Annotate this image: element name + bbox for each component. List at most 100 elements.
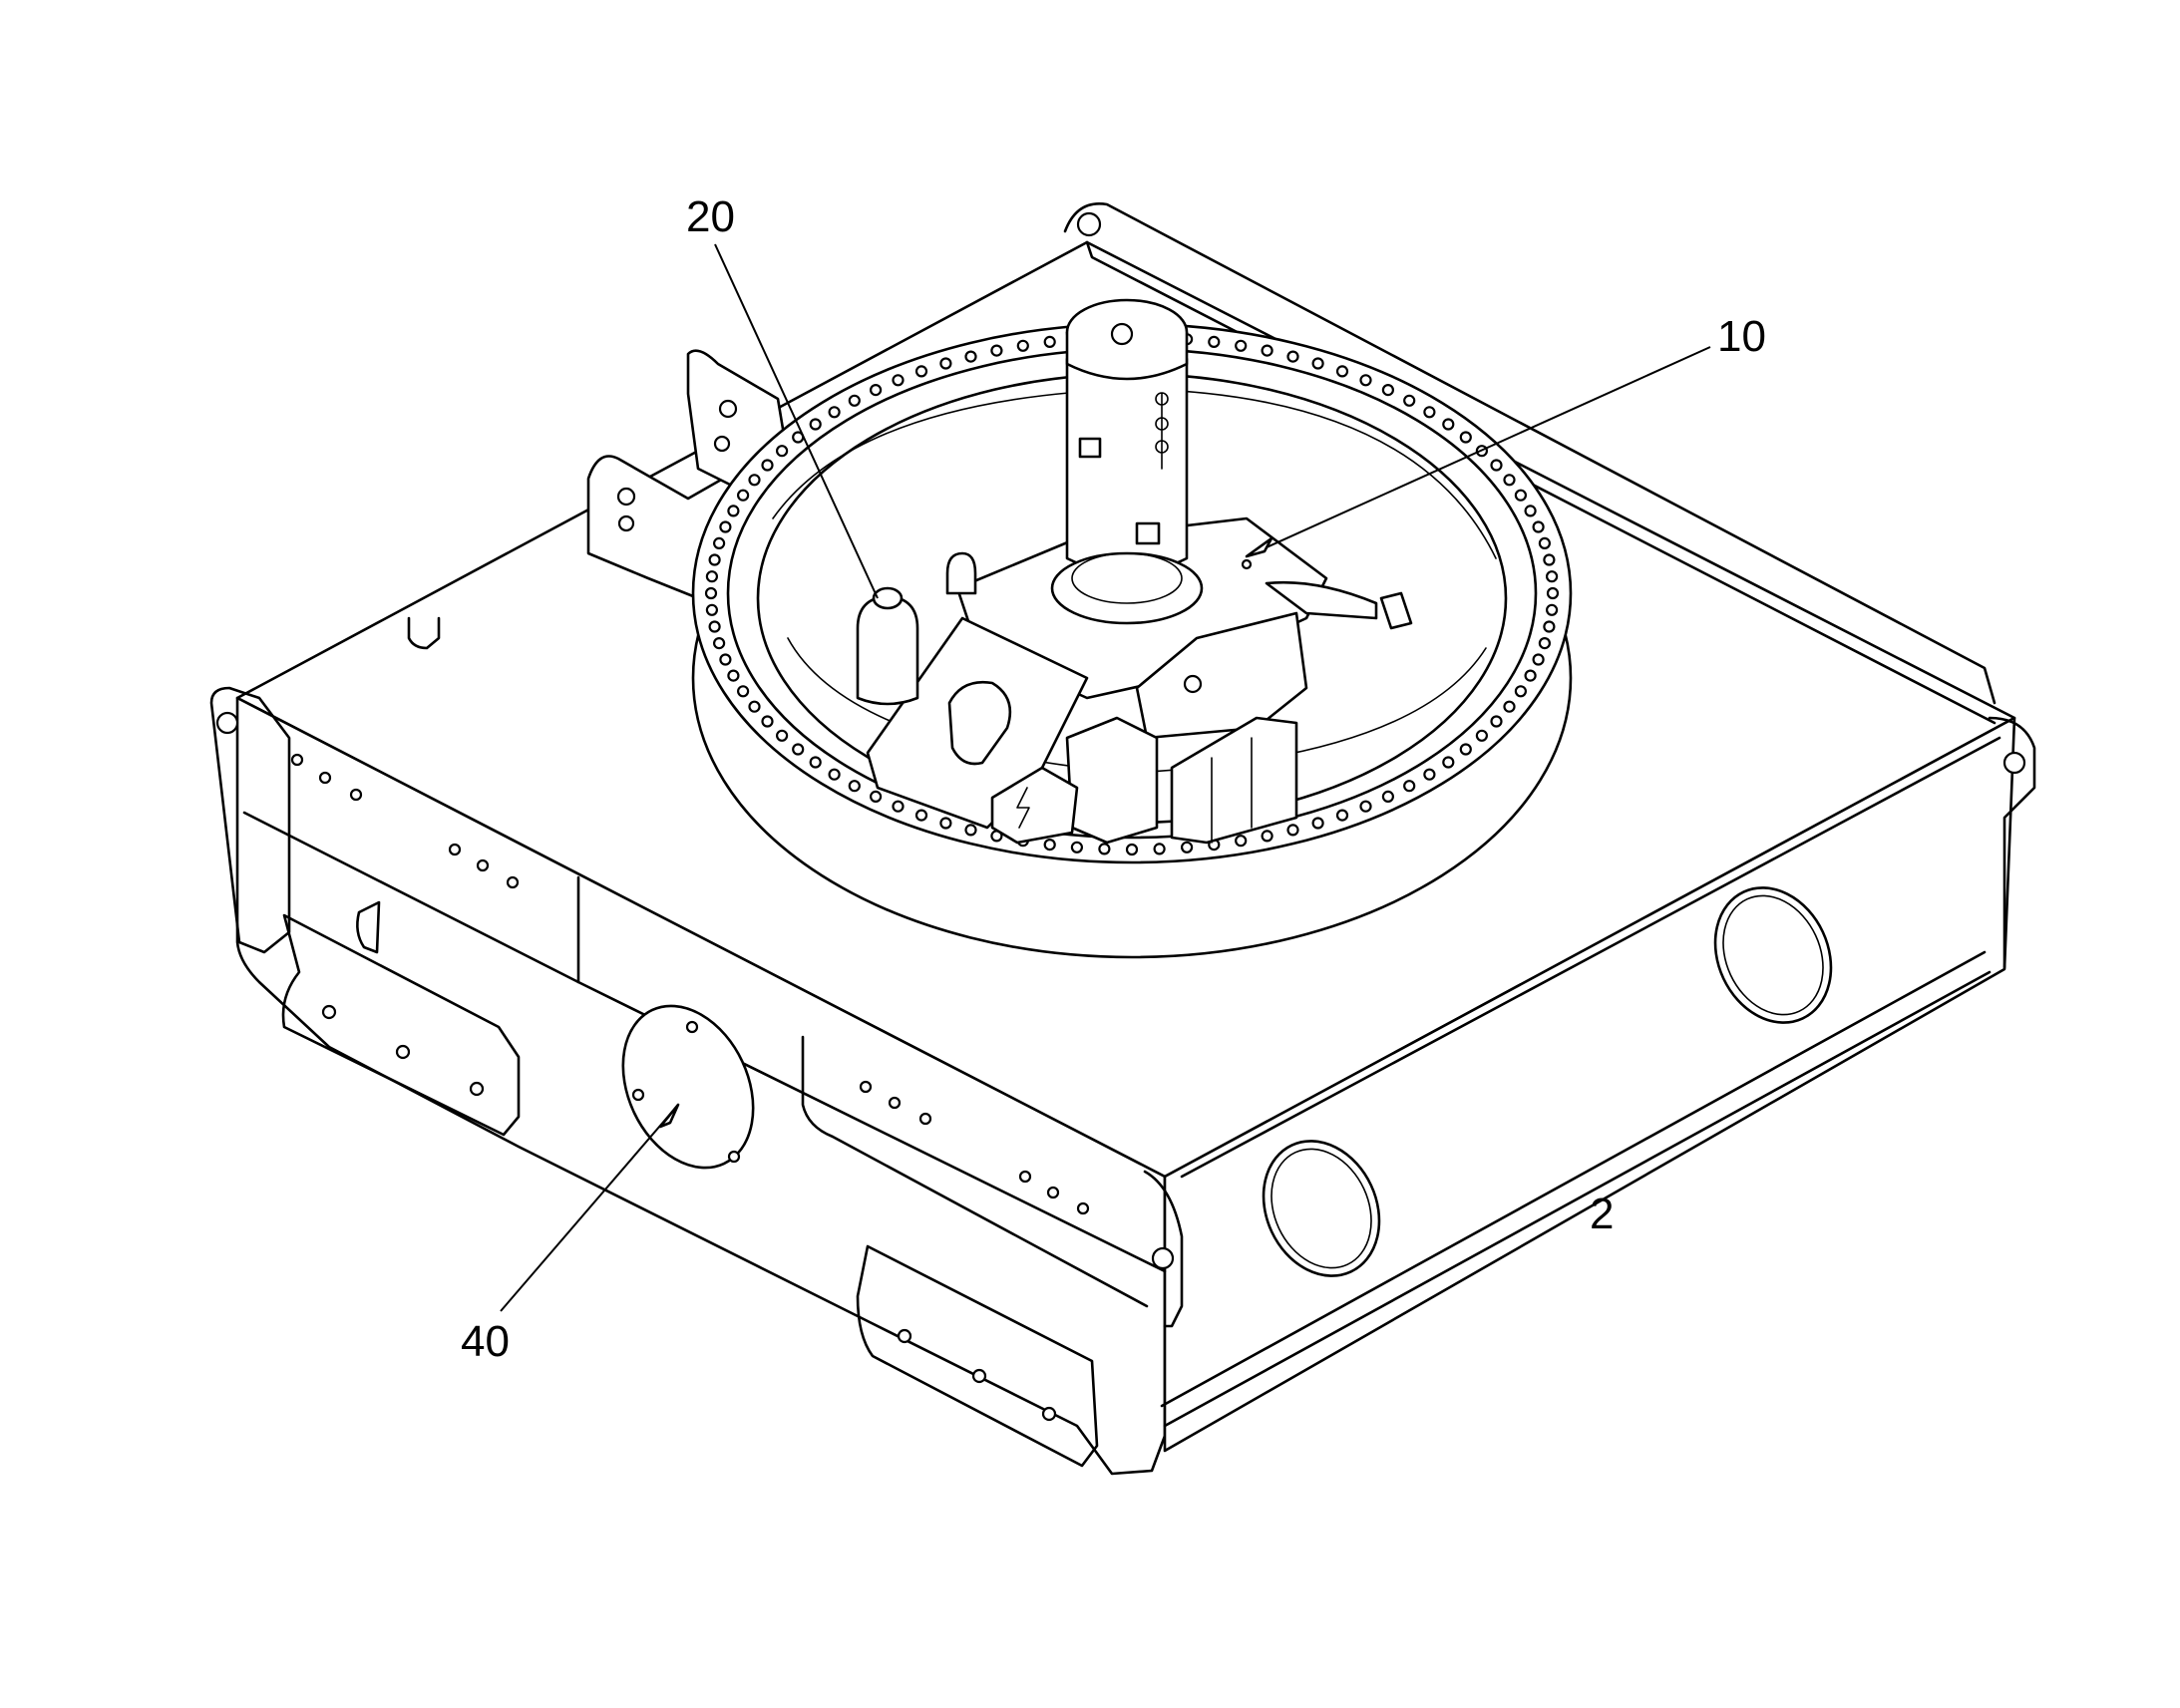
- bolt-hole: [1016, 339, 1029, 352]
- bolt-hole: [1532, 520, 1545, 533]
- bolt-hole: [1538, 536, 1552, 550]
- bolt-hole: [1235, 835, 1248, 848]
- bolt-hole: [939, 357, 952, 370]
- bolt-hole: [704, 586, 718, 600]
- column-connector: [1135, 521, 1161, 545]
- bolt-hole: [1442, 418, 1455, 431]
- bolt-hole: [1459, 743, 1472, 756]
- bracket-slot: [947, 680, 1012, 766]
- bolt-hole: [828, 406, 841, 419]
- bolt-hole: [1043, 335, 1056, 348]
- left-face-slot: [356, 900, 381, 954]
- flange-hole: [2002, 751, 2026, 775]
- bolt-hole: [1524, 505, 1537, 517]
- bolt-hole: [761, 715, 774, 728]
- leader-10: [1246, 346, 1711, 557]
- callouts: 20 10 2 40: [461, 192, 1766, 1366]
- frame-right-face: [1163, 716, 2016, 1453]
- frame-stub: [407, 616, 441, 650]
- bolt-hole: [727, 505, 740, 517]
- bolt-hole: [1261, 344, 1273, 357]
- bolt-hole: [1503, 474, 1516, 487]
- bolt-hole: [1538, 636, 1552, 650]
- frame-end-flange-right: [1988, 716, 2036, 969]
- bolt-hole: [792, 743, 805, 756]
- frame-back-rail: [1063, 202, 1997, 705]
- bolt-hole: [1070, 841, 1084, 854]
- access-hatch-40: [621, 1004, 755, 1170]
- bolt-hole: [705, 603, 719, 616]
- ref-label-2: 2: [1590, 1190, 1614, 1238]
- small-accumulator: [945, 551, 977, 595]
- flange-hole: [215, 711, 239, 735]
- bolt-hole: [1261, 830, 1273, 843]
- bolt-hole: [1524, 669, 1537, 682]
- left-face-panel-1: [281, 913, 521, 1137]
- bolt-hole: [727, 669, 740, 682]
- internal-assembly: [856, 298, 1413, 845]
- bolt-hole: [1403, 780, 1416, 793]
- bolt-hole: [964, 350, 977, 363]
- bolt-hole: [1359, 800, 1372, 813]
- bolt-hole: [736, 489, 750, 502]
- ref-label-20: 20: [686, 192, 735, 241]
- bolt-hole: [1546, 586, 1560, 600]
- bolt-hole: [1532, 653, 1545, 666]
- bolt-hole: [892, 800, 905, 813]
- bolt-hole: [1442, 756, 1455, 769]
- cabinet-box-1: [1170, 716, 1298, 845]
- bolt-hole: [719, 653, 732, 666]
- bolt-hole: [736, 685, 750, 698]
- bolt-hole: [1153, 843, 1166, 855]
- bolt-hole: [1545, 570, 1559, 583]
- bolt-hole: [712, 536, 726, 550]
- bolt-hole: [1543, 553, 1556, 566]
- bolt-hole: [775, 729, 789, 742]
- flange-hole: [1076, 211, 1102, 237]
- bolt-hole: [848, 780, 861, 793]
- bolt-hole: [1475, 729, 1489, 742]
- bolt-hole: [1490, 459, 1503, 472]
- right-face-opening-2: [1713, 886, 1833, 1024]
- bolt-hole: [1311, 357, 1324, 370]
- bolt-hole: [990, 344, 1003, 357]
- slip-ring-column: [1065, 357, 1189, 575]
- bolt-hole: [809, 418, 822, 431]
- bolt-hole: [1514, 489, 1528, 502]
- bolt-hole: [869, 384, 883, 397]
- bolt-hole: [708, 620, 721, 633]
- left-face-panel-2: [801, 1035, 1149, 1308]
- leader-20: [714, 243, 879, 599]
- bolt-hole: [1098, 843, 1111, 855]
- bolt-hole: [939, 817, 952, 830]
- bolt-hole: [712, 636, 726, 650]
- bolt-hole: [1125, 843, 1139, 856]
- bolt-hole: [1359, 374, 1372, 387]
- bolt-hole: [892, 374, 905, 387]
- bolt-hole: [1381, 790, 1395, 804]
- accumulator-20: [856, 594, 919, 706]
- frame-back-edge: [1085, 240, 1997, 725]
- bolt-hole: [1503, 700, 1516, 713]
- bolt-hole: [1043, 838, 1056, 852]
- bolt-hole: [1545, 603, 1559, 616]
- bolt-hole: [848, 394, 861, 407]
- base-frame: [209, 202, 2036, 1476]
- ref-label-40: 40: [461, 1317, 510, 1366]
- bolt-hole: [761, 459, 774, 472]
- bolt-hole: [828, 768, 841, 781]
- bolt-hole: [1286, 824, 1299, 837]
- bolt-hole: [1286, 350, 1299, 363]
- bolt-hole: [809, 756, 822, 769]
- bolt-hole: [964, 824, 977, 837]
- bolt-hole: [1423, 406, 1436, 419]
- bolt-hole: [705, 570, 719, 583]
- bolt-hole: [1490, 715, 1503, 728]
- right-face-top-edge: [1180, 736, 2001, 1179]
- bolt-hole: [1311, 817, 1324, 830]
- bolt-hole: [1423, 768, 1436, 781]
- bolt-hole: [1335, 809, 1349, 822]
- bolt-hole: [914, 365, 928, 378]
- bolt-hole: [1208, 335, 1221, 348]
